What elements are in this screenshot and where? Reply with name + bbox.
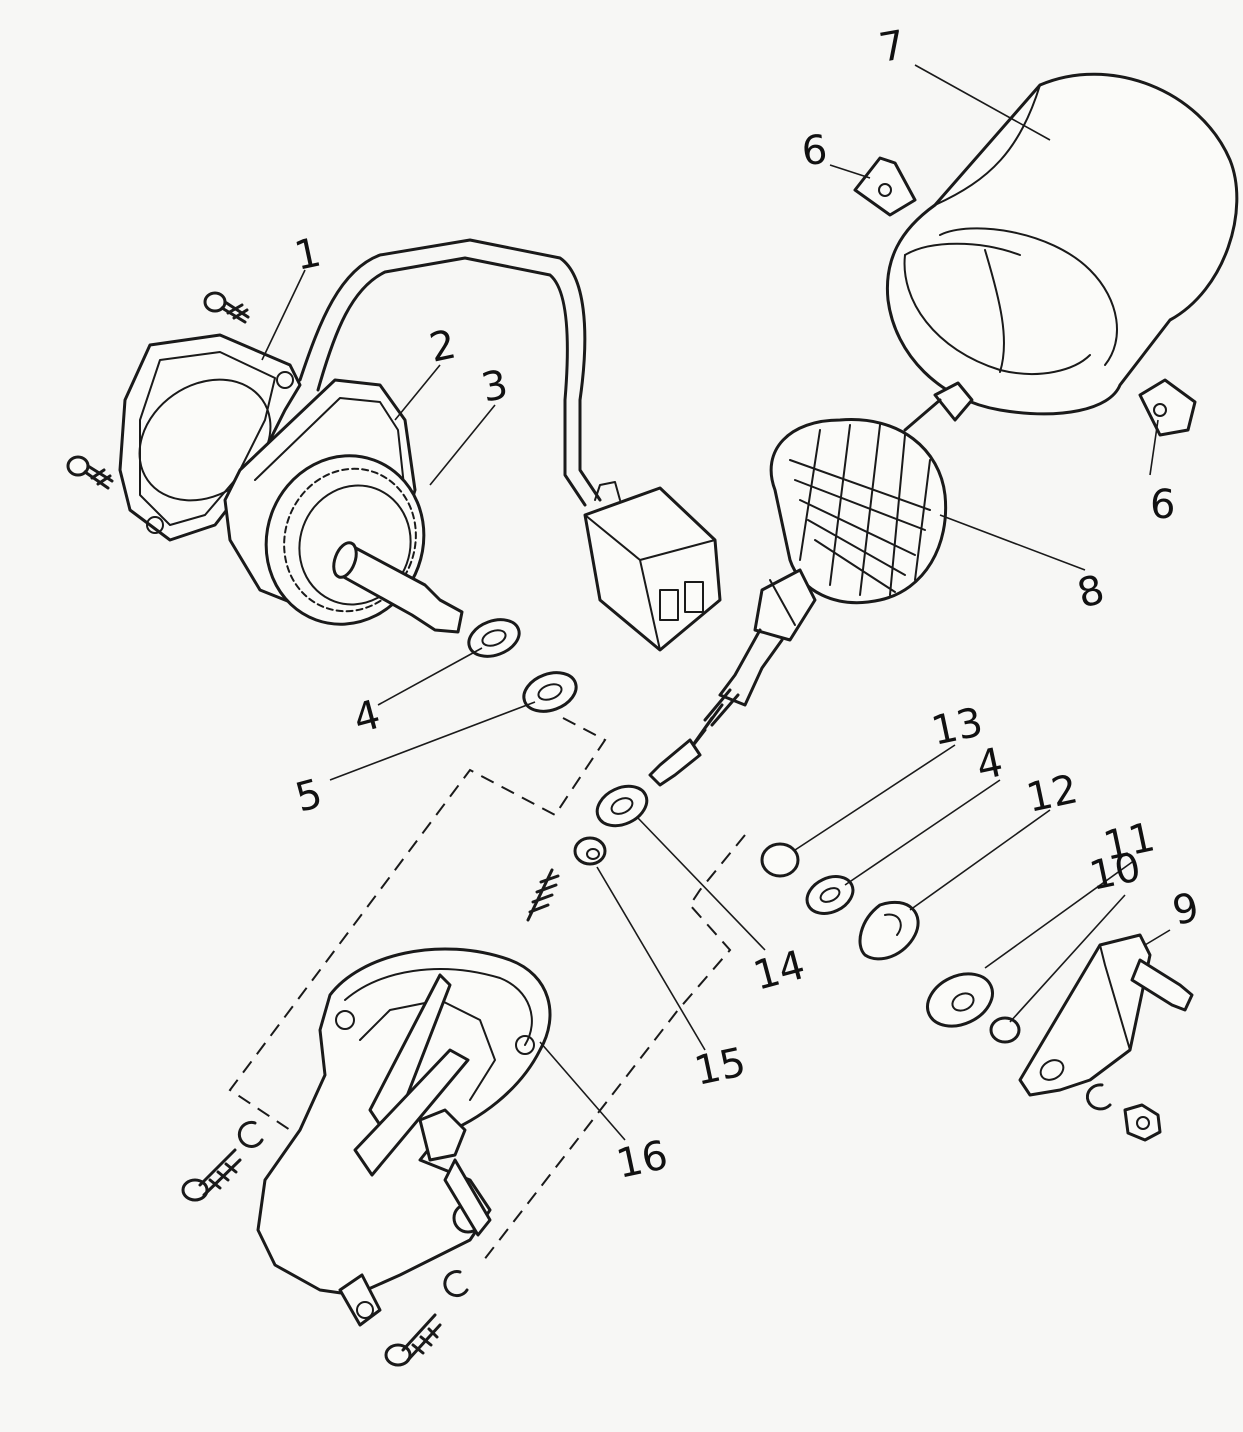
washer-11 bbox=[926, 972, 994, 1028]
cam-12 bbox=[858, 900, 920, 961]
connector-plug bbox=[583, 481, 722, 652]
callout-c16: 16 bbox=[613, 1132, 672, 1188]
spring bbox=[526, 868, 560, 922]
part-output-shaft bbox=[332, 541, 464, 634]
assembly-dashed-lines bbox=[228, 717, 746, 1266]
callout-c4a: 4 bbox=[349, 692, 385, 743]
callout-c7: 7 bbox=[876, 22, 909, 72]
leader-lines bbox=[261, 64, 1171, 1141]
screw-bracket-left bbox=[181, 1148, 242, 1202]
part-yoke-housing bbox=[885, 72, 1239, 416]
ring-13 bbox=[760, 842, 800, 878]
callout-c9: 9 bbox=[1169, 884, 1203, 934]
clip-6-lower bbox=[1138, 378, 1197, 437]
bush-15 bbox=[573, 836, 607, 866]
callout-c2: 2 bbox=[426, 321, 460, 371]
washer-4-upper bbox=[467, 618, 521, 658]
callout-c6b: 6 bbox=[1150, 482, 1175, 528]
washer-5 bbox=[522, 671, 578, 713]
callout-c12: 12 bbox=[1023, 766, 1082, 822]
washer-4-lower bbox=[805, 875, 855, 915]
callout-c8: 8 bbox=[1073, 567, 1109, 618]
part-armature bbox=[648, 381, 974, 787]
part-end-bracket bbox=[256, 947, 552, 1327]
lockwasher-9 bbox=[1085, 1083, 1112, 1111]
callout-c1: 1 bbox=[291, 229, 325, 279]
screw-cover-bottom bbox=[66, 455, 114, 490]
ring-10 bbox=[989, 1016, 1021, 1044]
callout-c6a: 6 bbox=[800, 127, 829, 175]
callout-c11: 11 bbox=[1100, 814, 1159, 870]
screw-bracket-bottom bbox=[384, 1313, 442, 1367]
callout-c13: 13 bbox=[928, 699, 987, 755]
nut-9 bbox=[1123, 1103, 1162, 1142]
circlip-left bbox=[237, 1120, 264, 1148]
callout-c15: 15 bbox=[691, 1039, 750, 1095]
clip-6-upper bbox=[853, 156, 917, 217]
callout-c3: 3 bbox=[478, 361, 512, 411]
callout-c14: 14 bbox=[749, 942, 810, 1000]
callout-c10: 10 bbox=[1086, 844, 1145, 900]
washer-14 bbox=[595, 784, 649, 828]
wire-harness bbox=[298, 238, 602, 507]
callout-c5: 5 bbox=[291, 771, 327, 822]
circlip-bottom bbox=[443, 1270, 469, 1298]
screw-cover-top bbox=[203, 291, 250, 324]
callout-c4b: 4 bbox=[973, 739, 1007, 789]
crank-arm-9 bbox=[1018, 933, 1194, 1097]
